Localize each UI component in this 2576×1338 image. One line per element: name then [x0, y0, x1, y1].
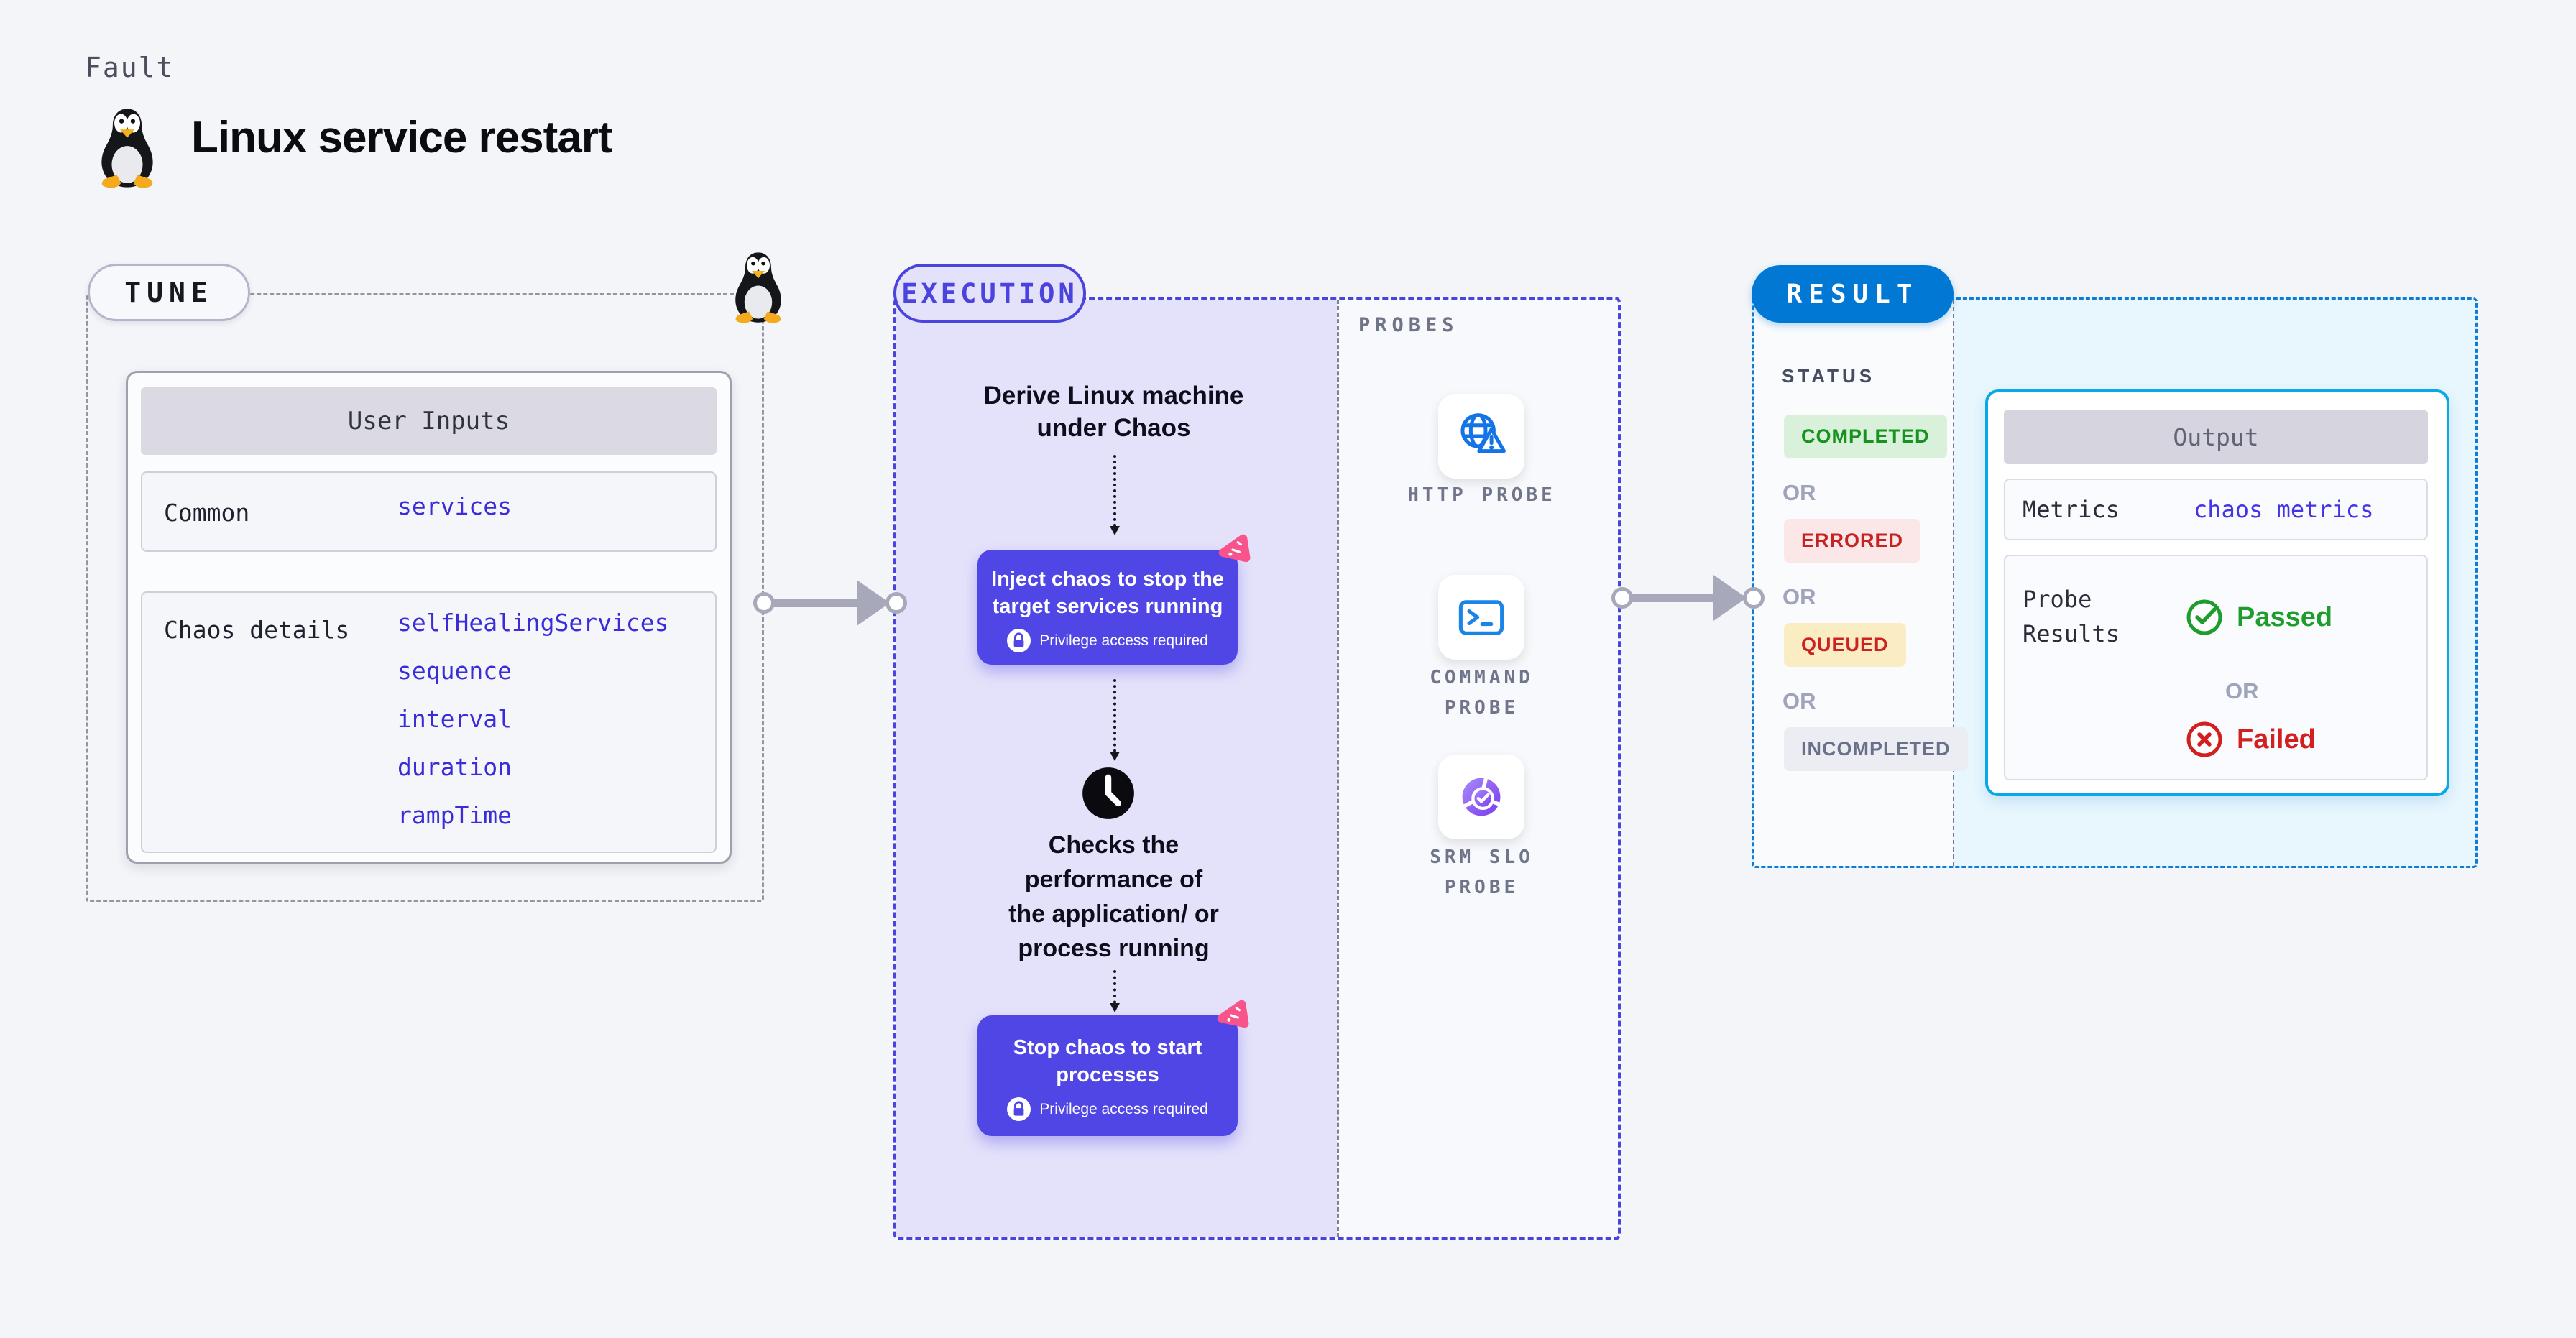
input-value[interactable]: interval: [397, 705, 512, 733]
row-values: services: [397, 473, 512, 540]
or-separator: OR: [1782, 688, 1816, 714]
input-value[interactable]: duration: [397, 753, 512, 781]
lock-icon: [1007, 629, 1031, 652]
linux-tux-icon: [94, 106, 160, 190]
arrow-head-icon: [1714, 575, 1747, 621]
step-line: process running: [1018, 935, 1210, 962]
tune-to-execution-arrow: [766, 599, 858, 607]
button-title-line: Inject chaos to stop the: [991, 568, 1224, 591]
x-circle-icon: [2185, 720, 2224, 759]
probe-results-label: Probe Results: [2023, 582, 2120, 651]
step-line: Checks the: [1048, 831, 1179, 859]
or-separator: OR: [2225, 678, 2259, 703]
metrics-value[interactable]: chaos metrics: [2194, 496, 2374, 523]
or-separator: OR: [1782, 480, 1816, 505]
http-probe-card[interactable]: [1438, 394, 1524, 479]
connector-node: [1743, 587, 1765, 609]
row-values: selfHealingServices sequence interval du…: [397, 599, 669, 839]
slo-pie-check-icon: [1455, 770, 1508, 823]
status-badge-incompleted: INCOMPLETED: [1784, 727, 1968, 771]
or-separator: OR: [1782, 584, 1816, 609]
probe-results-line: Probe: [2023, 586, 2092, 613]
input-value[interactable]: sequence: [397, 657, 512, 685]
user-inputs-title: User Inputs: [141, 387, 717, 455]
step-line: performance of: [1024, 866, 1203, 893]
result-section-pill: RESULT: [1752, 265, 1954, 323]
globe-alert-icon: [1454, 409, 1509, 463]
failed-result: Failed: [2185, 720, 2316, 759]
chaos-pink-icon: [1213, 997, 1249, 1033]
passed-label: Passed: [2237, 601, 2333, 632]
input-value[interactable]: rampTime: [397, 801, 512, 829]
probe-label-line: COMMAND: [1430, 667, 1534, 688]
input-value[interactable]: services: [397, 492, 512, 520]
probe-label: COMMAND PROBE: [1343, 663, 1621, 723]
status-area: [1754, 300, 1954, 866]
probes-section-label: PROBES: [1358, 314, 1459, 336]
connector-node: [886, 592, 907, 614]
probe-label: SRM SLO PROBE: [1343, 842, 1621, 903]
page-title: Linux service restart: [191, 113, 613, 162]
output-title: Output: [2004, 410, 2428, 464]
linux-tux-small-icon: [729, 250, 788, 325]
privilege-note: Privilege access required: [1039, 1100, 1208, 1117]
failed-label: Failed: [2237, 724, 2316, 755]
user-inputs-card: User Inputs Common services Chaos detail…: [126, 371, 732, 864]
flow-arrow-down-icon: [1110, 455, 1120, 535]
tune-section-pill: TUNE: [88, 264, 250, 321]
metrics-label: Metrics: [2023, 496, 2120, 523]
lock-icon: [1007, 1097, 1031, 1121]
status-badge-completed: COMPLETED: [1784, 415, 1947, 458]
flow-arrow-down-icon: [1110, 679, 1120, 761]
execution-step-derive: Derive Linux machine under Chaos: [893, 379, 1334, 444]
status-heading: STATUS: [1782, 365, 1876, 387]
button-title-line: processes: [1056, 1064, 1159, 1086]
output-card: Output Metrics chaos metrics Probe Resul…: [1985, 389, 2450, 796]
command-probe-card[interactable]: [1438, 575, 1524, 660]
terminal-icon: [1456, 592, 1506, 642]
probe-label-line: PROBE: [1444, 697, 1519, 719]
arrow-head-icon: [857, 580, 890, 626]
probes-left-border: [1337, 300, 1339, 1237]
connector-node: [753, 592, 775, 614]
probe-results-line: Results: [2023, 620, 2120, 647]
probe-label-line: SRM SLO: [1430, 846, 1534, 868]
connector-node: [1611, 587, 1633, 609]
input-value[interactable]: selfHealingServices: [397, 609, 669, 637]
probe-label-line: HTTP PROBE: [1407, 484, 1556, 506]
status-badge-errored: ERRORED: [1784, 519, 1921, 563]
passed-result: Passed: [2185, 598, 2332, 637]
inject-chaos-button[interactable]: Inject chaos to stop the target services…: [978, 550, 1238, 665]
row-label: Common: [164, 499, 250, 527]
srm-slo-probe-card[interactable]: [1438, 755, 1524, 839]
button-title-line: target services running: [992, 595, 1223, 618]
chaos-pink-icon: [1215, 532, 1251, 568]
execution-step-checks: Checks the performance of the applicatio…: [893, 828, 1334, 966]
user-inputs-row-chaos-details: Chaos details selfHealingServices sequen…: [141, 591, 717, 853]
step-line: the application/ or: [1008, 900, 1219, 928]
output-metrics-row: Metrics chaos metrics: [2004, 479, 2428, 540]
button-title-line: Stop chaos to start: [1013, 1036, 1202, 1059]
status-badge-queued: QUEUED: [1784, 623, 1906, 667]
flow-arrow-down-icon: [1110, 970, 1120, 1012]
stop-chaos-button[interactable]: Stop chaos to start processes Privilege …: [978, 1015, 1238, 1136]
output-probe-results-row: Probe Results Passed OR: [2004, 555, 2428, 780]
step-line: under Chaos: [1036, 414, 1191, 442]
privilege-note: Privilege access required: [1039, 632, 1208, 649]
row-label: Chaos details: [164, 616, 350, 644]
fault-eyebrow: Fault: [85, 52, 175, 83]
execution-section-pill: EXECUTION: [893, 264, 1086, 323]
probe-label: HTTP PROBE: [1343, 480, 1621, 510]
step-line: Derive Linux machine: [983, 382, 1244, 410]
clock-icon: [1081, 766, 1136, 821]
execution-to-result-arrow: [1626, 594, 1714, 602]
probe-label-line: PROBE: [1444, 877, 1519, 898]
check-circle-icon: [2185, 598, 2224, 637]
user-inputs-row-common: Common services: [141, 471, 717, 552]
